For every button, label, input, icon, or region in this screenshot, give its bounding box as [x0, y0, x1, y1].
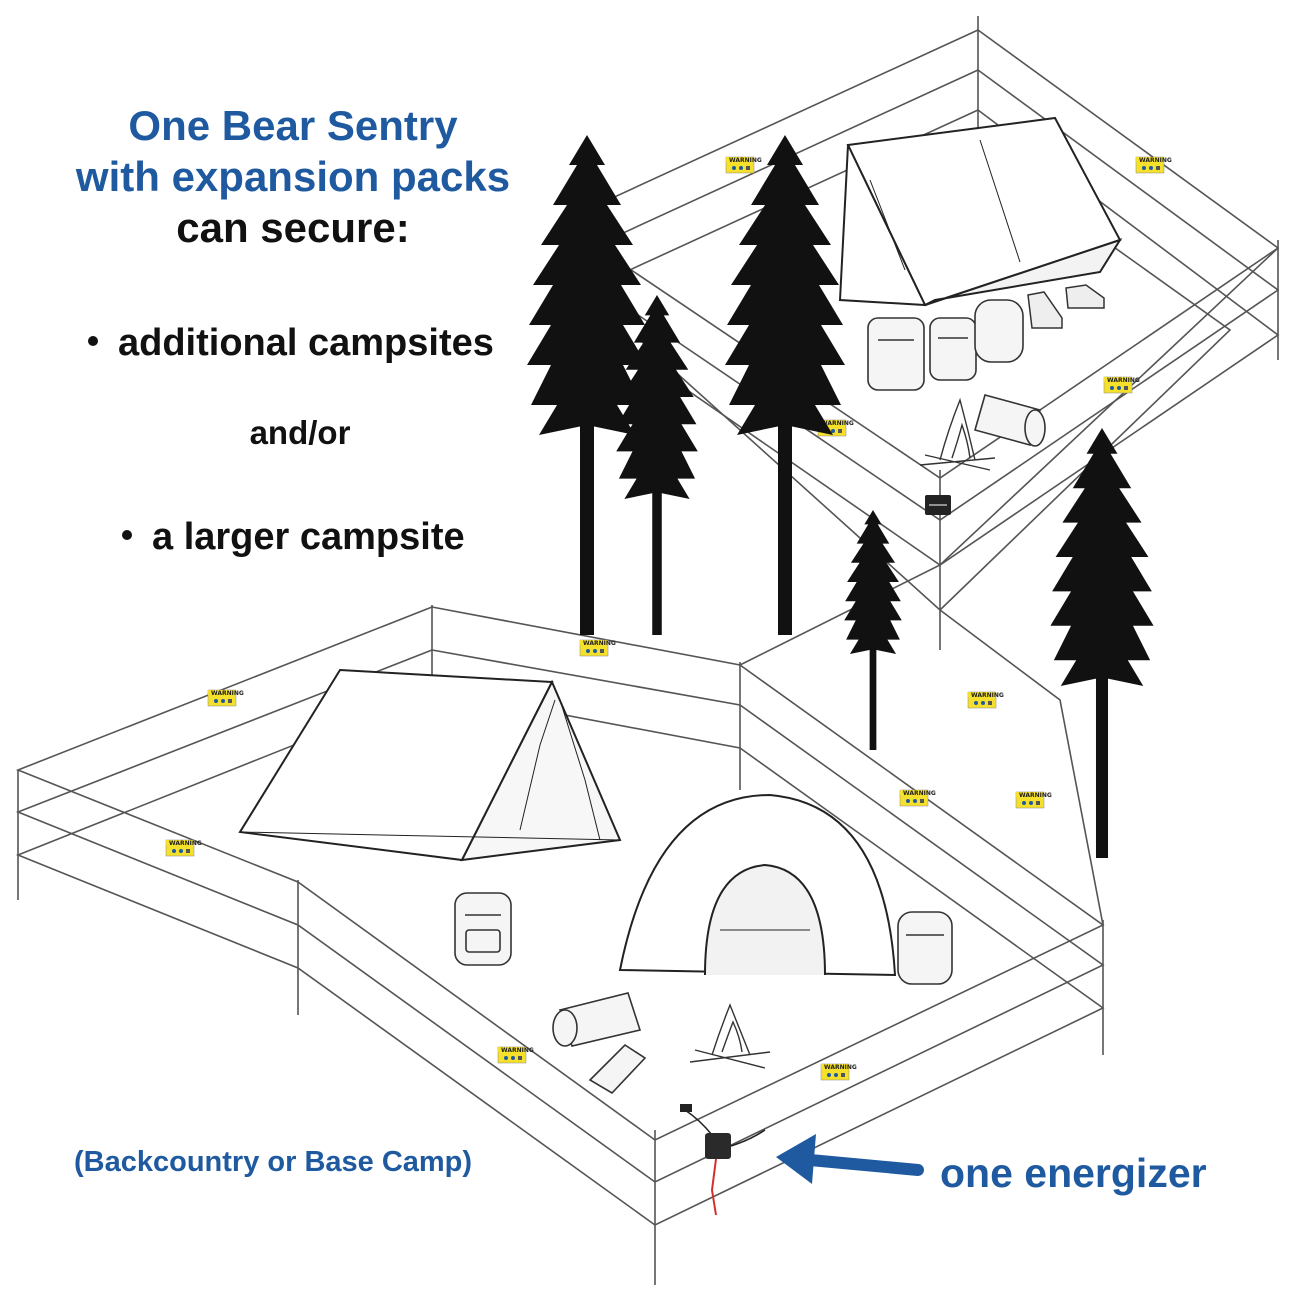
dome-tent-icon: [618, 793, 897, 977]
warning-sign-label: WARNING: [821, 420, 854, 427]
backpack-icon: [454, 892, 512, 966]
upper-backpacks: [867, 317, 977, 391]
warning-sign-label: WARNING: [1139, 157, 1172, 164]
warning-sign-label: WARNING: [501, 1047, 534, 1054]
caption-camp-type: (Backcountry or Base Camp): [74, 1146, 473, 1178]
upper-energizer-icon: [925, 495, 951, 515]
warning-sign-label: WARNING: [1107, 377, 1140, 384]
backpack-icon: [897, 911, 953, 985]
headline: One Bear Sentry with expansion packs can…: [0, 100, 586, 253]
energizer-icon: [680, 1104, 766, 1216]
headline-line-2: with expansion packs: [75, 153, 511, 200]
option-larger-campsite: a larger campsite: [122, 516, 465, 559]
warning-sign-icon: WARNING WARNING WARNING WARNING WARNING WARNI…: [165, 156, 1172, 1081]
warning-sign-label: WARNING: [1019, 792, 1052, 799]
pine-tree-icon: [1050, 428, 1154, 858]
log-icon: [552, 992, 642, 1047]
ridge-tent-icon: [238, 668, 622, 862]
option-connector: and/or: [249, 414, 351, 451]
headline-line-3: can secure:: [176, 204, 410, 251]
warning-sign-label: WARNING: [903, 790, 936, 797]
pine-tree-icon: [725, 135, 845, 635]
bullet-dot: [88, 335, 98, 346]
sleeping-bag-icon: [588, 1043, 647, 1095]
headline-line-1: One Bear Sentry: [128, 102, 458, 149]
upper-ridge-tent: [838, 116, 1123, 307]
warning-sign-label: WARNING: [169, 840, 202, 847]
energizer-label: one energizer: [940, 1150, 1207, 1196]
option-second-label: a larger campsite: [152, 516, 465, 558]
warning-sign-label: WARNING: [824, 1064, 857, 1071]
hiking-boot-icon: [1027, 284, 1105, 329]
arrow-left-icon: [776, 1134, 924, 1184]
warning-sign-label: WARNING: [729, 157, 762, 164]
option-additional-campsites: additional campsites: [88, 322, 494, 365]
pine-tree-icon: [844, 510, 902, 750]
warning-sign-label: WARNING: [583, 640, 616, 647]
upper-log-icon: [974, 394, 1046, 447]
sleeping-bag-icon: [974, 299, 1024, 363]
option-first-label: additional campsites: [118, 322, 494, 364]
campfire-icon: [689, 1003, 771, 1069]
warning-sign-label: WARNING: [971, 692, 1004, 699]
warning-sign-label: WARNING: [211, 690, 244, 697]
bullet-dot: [122, 529, 132, 540]
lower-campsite-fence: [15, 247, 1279, 1285]
upper-campfire-icon: [919, 397, 996, 471]
